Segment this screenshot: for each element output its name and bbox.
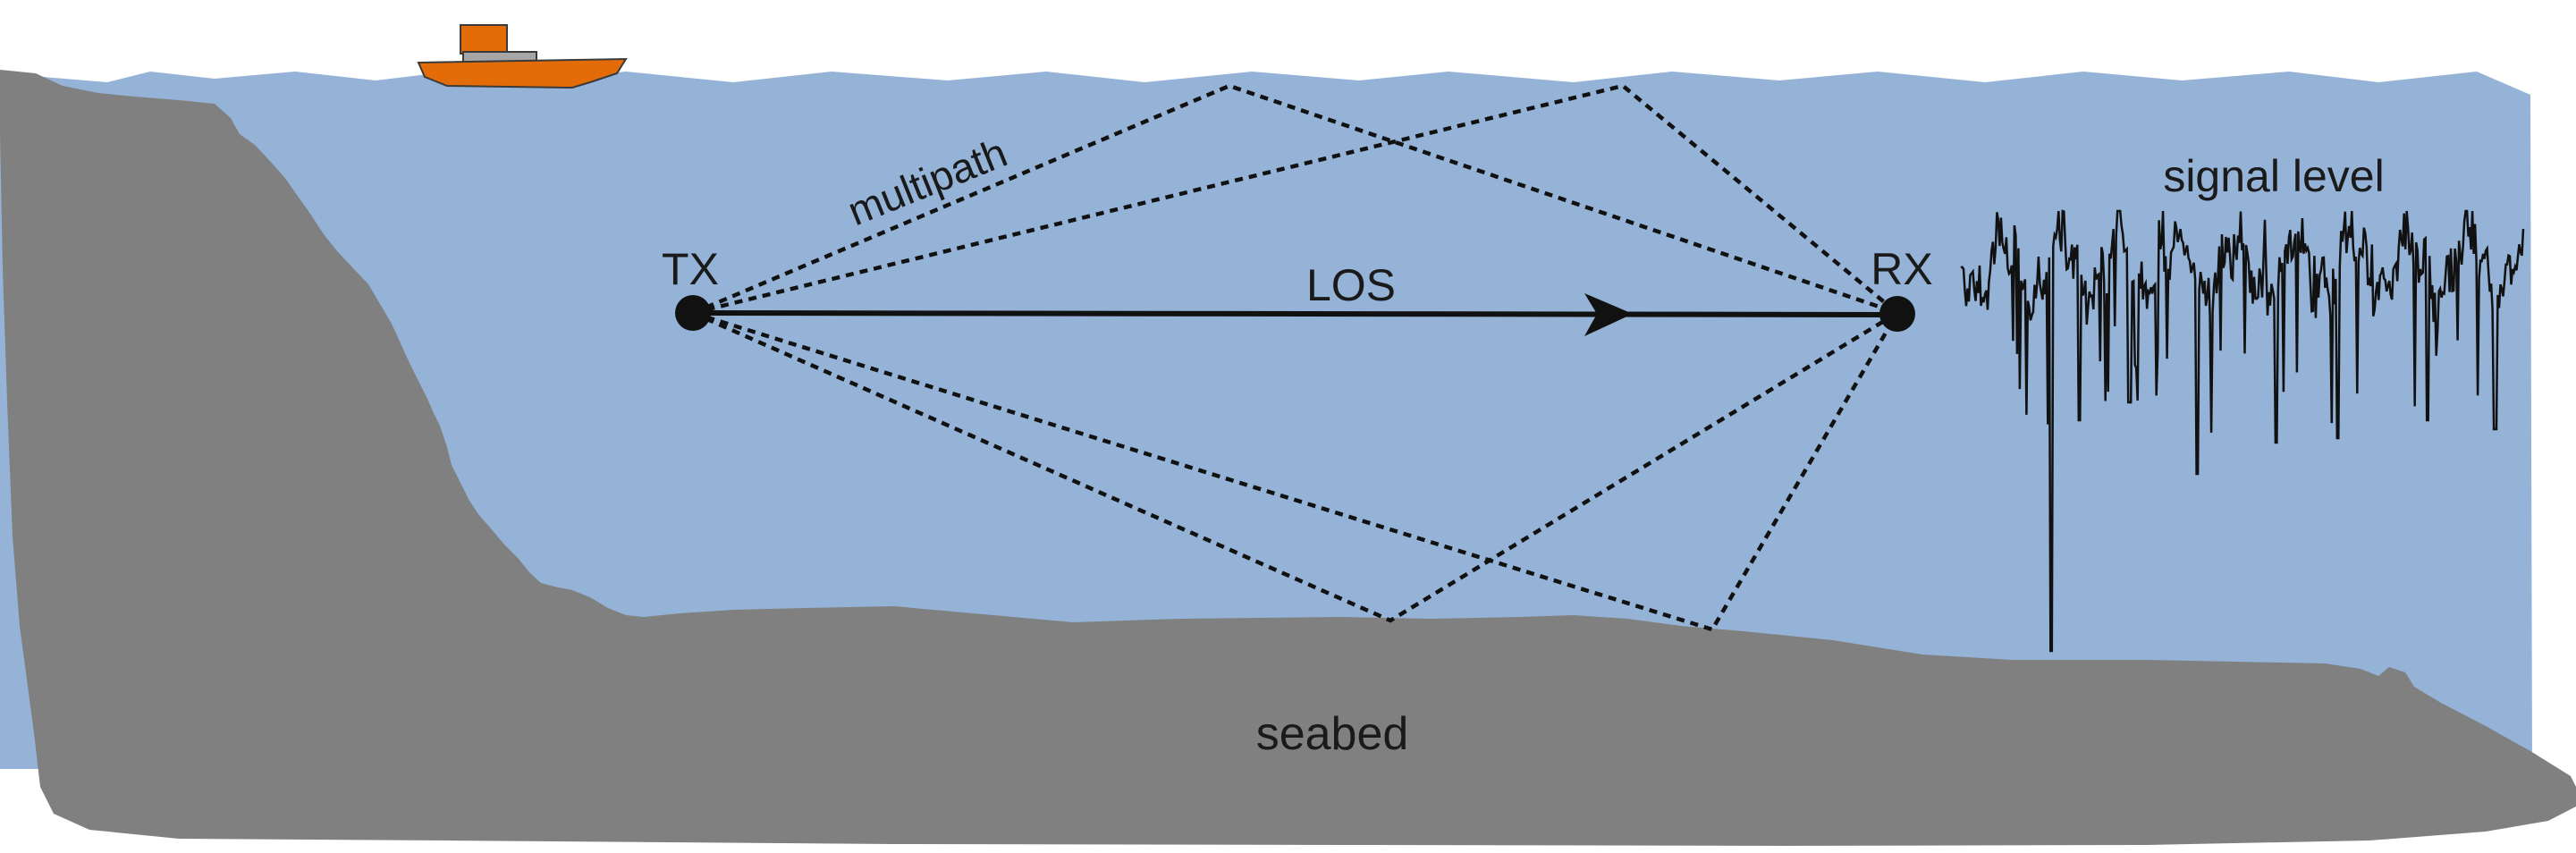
water-body [0,70,2532,769]
los-arrowhead [1584,293,1633,336]
signal-level-label: signal level [2163,151,2384,201]
surface-path-2 [692,83,1899,316]
transmitter-dot [675,295,711,331]
multipath-rays [692,83,1899,632]
los-path [692,293,1898,336]
los-line [692,310,1898,317]
seabed-label: seabed [1256,708,1409,760]
boat-hull [417,57,628,89]
boat-icon [417,24,628,89]
signal-level-trace [1960,209,2525,653]
bottom-path-1 [692,310,1899,623]
seabed-terrain [0,70,2576,846]
tx-label: TX [662,244,719,294]
rx-label: RX [1871,244,1932,294]
los-label: LOS [1306,260,1396,310]
boat-funnel [460,24,508,55]
receiver-dot [1879,296,1915,332]
